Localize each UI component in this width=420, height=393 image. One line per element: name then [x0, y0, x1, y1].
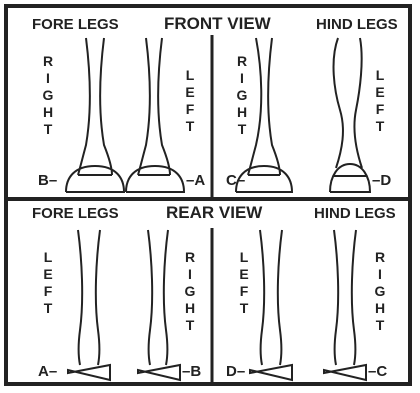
- rear-letter-d: D–: [226, 363, 245, 380]
- rear-letter-a: A–: [38, 363, 57, 380]
- top-title: FRONT VIEW: [164, 14, 272, 33]
- front-letter-d: –D: [372, 172, 391, 189]
- front-letter-b: B–: [38, 172, 57, 189]
- bottom-title: REAR VIEW: [166, 203, 263, 222]
- top-left-header: FORE LEGS: [32, 16, 119, 33]
- front-letter-c: C–: [226, 172, 245, 189]
- outer-frame: [6, 6, 410, 384]
- bottom-right-header: HIND LEGS: [314, 205, 396, 222]
- bottom-left-header: FORE LEGS: [32, 205, 119, 222]
- front-letter-a: –A: [186, 172, 205, 189]
- top-right-header: HIND LEGS: [316, 16, 398, 33]
- rear-letter-c: –C: [368, 363, 387, 380]
- rear-letter-b: –B: [182, 363, 201, 380]
